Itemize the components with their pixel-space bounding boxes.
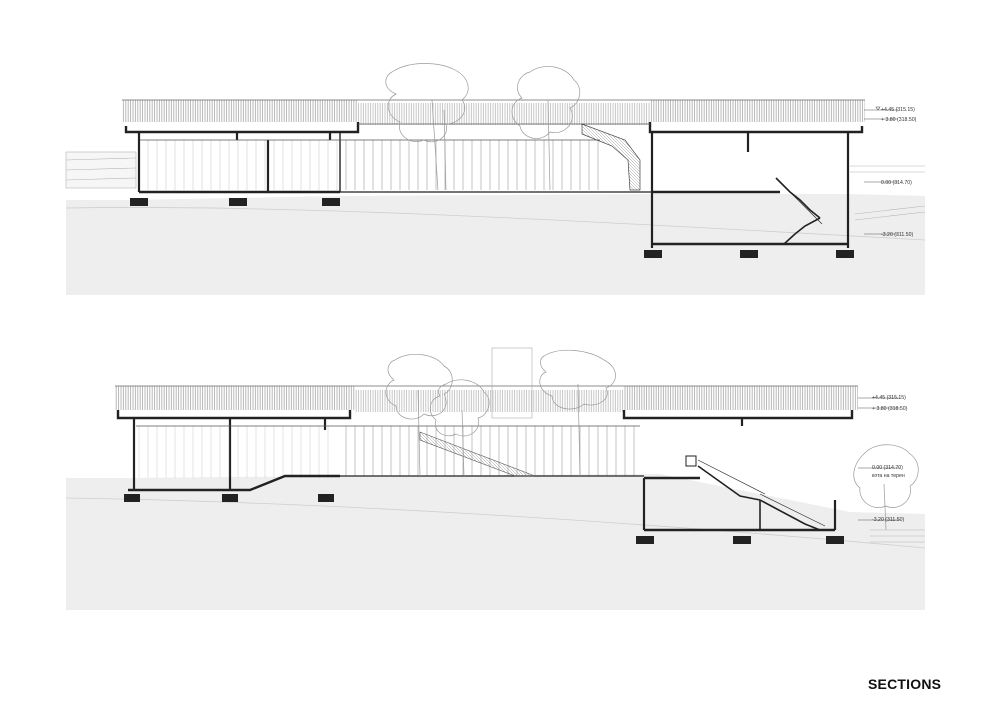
- level-label-terrain-note: кота на терен: [872, 473, 905, 479]
- stair-icon: [581, 123, 641, 191]
- level-label-basement: -3.20 (311.50): [872, 517, 904, 523]
- footings: [124, 494, 844, 544]
- floor-slab: [128, 474, 835, 532]
- stair-icon: [419, 431, 536, 477]
- roof-cladding-center: [358, 103, 650, 125]
- terrain-slope: [65, 207, 926, 241]
- glass-facade-center: [342, 140, 602, 190]
- tree-icon: [385, 63, 469, 191]
- level-marker-icon: [858, 397, 900, 521]
- roof-cladding-right: [623, 386, 858, 410]
- glass-facade-left: [140, 140, 338, 190]
- glass-facade-left: [136, 426, 336, 478]
- roof-slab: [116, 410, 854, 420]
- roof-slab: [124, 122, 864, 134]
- tree-icon: [385, 353, 453, 477]
- terrain-slope: [65, 497, 926, 549]
- ground-mass: [66, 194, 925, 295]
- glass-facade-center: [338, 426, 638, 476]
- level-label-basement: -3.20 (311.50): [881, 232, 913, 238]
- site-fence: [65, 151, 137, 189]
- tree-icon: [539, 349, 616, 477]
- footings: [130, 198, 854, 258]
- level-label-ground: 0.00 (314.70): [881, 180, 912, 186]
- level-label-ground: 0.00 (314.70): [872, 465, 903, 471]
- level-marker-icon: [864, 106, 898, 235]
- ground-mass: [66, 474, 925, 610]
- level-label-roof-top: +4.45 (315.15): [881, 107, 915, 113]
- roof-cladding-left: [115, 386, 355, 410]
- floor-slab: [139, 190, 848, 246]
- site-embankment: [850, 165, 926, 221]
- site-embankment: [870, 529, 925, 543]
- stair-icon: [775, 177, 823, 245]
- roof-cladding-left: [122, 100, 358, 122]
- level-label-roof-slab: + 3.80 (318.50): [872, 406, 908, 412]
- tree-icon: [511, 66, 581, 191]
- level-label-roof-top: +4.45 (315.15): [872, 395, 906, 401]
- roof-cladding-right: [650, 100, 865, 122]
- level-label-roof-slab: + 3.80 (318.50): [881, 117, 917, 123]
- section-2: +4.45 (315.15) + 3.80 (318.50) 0.00 (314…: [65, 347, 926, 610]
- tree-icon: [853, 444, 919, 531]
- stair-icon: [685, 455, 826, 531]
- tree-icon: [429, 379, 490, 477]
- courtyard-screen: [491, 347, 533, 419]
- sheet-title: SECTIONS: [868, 676, 942, 692]
- section-1: +4.45 (315.15) + 3.80 (318.50) 0.00 (314…: [65, 63, 926, 295]
